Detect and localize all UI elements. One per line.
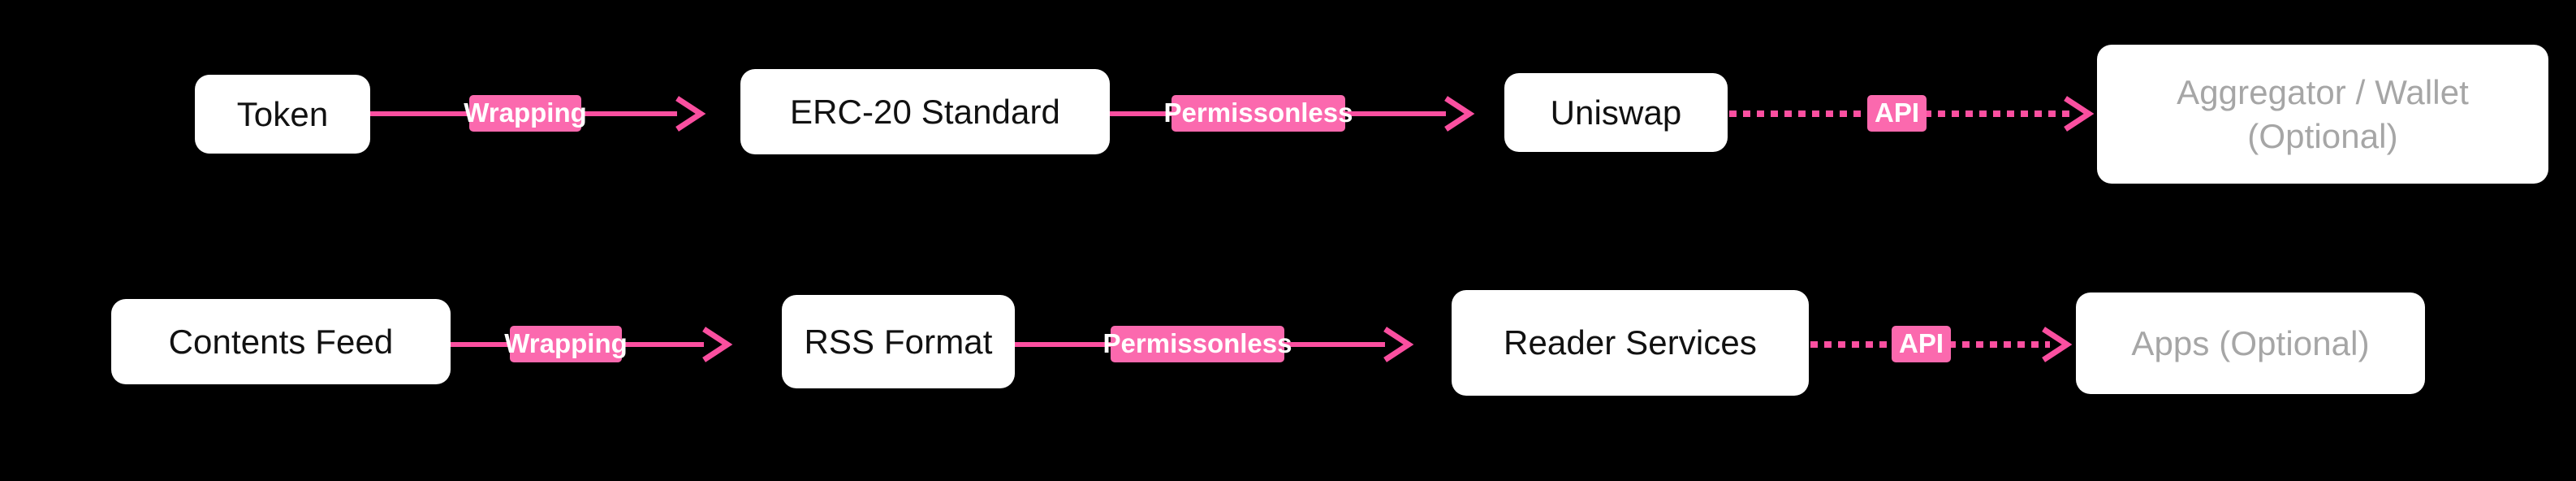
node-reader-services[interactable]: Reader Services — [1452, 290, 1809, 396]
node-contents-feed[interactable]: Contents Feed — [111, 299, 451, 384]
arrowhead-erc20 — [675, 96, 707, 132]
edge-line-wrapping-erc20 — [578, 111, 677, 116]
edge-label-wrapping-row2[interactable]: Wrapping — [504, 326, 628, 362]
node-rss-format[interactable]: RSS Format — [782, 295, 1015, 388]
arrowhead-aggregator — [2064, 96, 2095, 132]
edge-line-permissonless-reader — [1281, 342, 1385, 347]
node-erc20-standard[interactable]: ERC-20 Standard — [740, 69, 1110, 154]
edge-label-wrapping-row1[interactable]: Wrapping — [464, 95, 587, 132]
edge-line-rss-permissonless — [1015, 342, 1112, 347]
edge-line-token-wrapping — [370, 111, 482, 116]
node-aggregator-wallet-optional[interactable]: Aggregator / Wallet (Optional) — [2097, 45, 2548, 184]
edge-line-uniswap-api — [1729, 110, 1874, 117]
node-uniswap[interactable]: Uniswap — [1504, 73, 1728, 152]
edge-line-wrapping-rss — [619, 342, 704, 347]
edge-label-permissonless-row1[interactable]: Permissonless — [1164, 95, 1353, 132]
edge-line-permissonless-uniswap — [1342, 111, 1446, 116]
node-token[interactable]: Token — [195, 75, 370, 154]
arrowhead-uniswap — [1444, 96, 1476, 132]
edge-line-api-apps — [1948, 341, 2050, 348]
edge-line-feed-wrapping — [451, 342, 516, 347]
arrowhead-rss-format — [702, 327, 734, 362]
edge-label-api-row1[interactable]: API — [1867, 95, 1927, 132]
edge-label-permissonless-row2[interactable]: Permissonless — [1103, 326, 1292, 362]
edge-label-api-row2[interactable]: API — [1892, 326, 1951, 362]
edge-line-api-aggregator — [1924, 110, 2070, 117]
arrowhead-reader-services — [1383, 327, 1415, 362]
edge-line-reader-api — [1810, 341, 1924, 348]
edge-line-erc20-permissonless — [1110, 111, 1183, 116]
node-apps-optional[interactable]: Apps (Optional) — [2076, 292, 2425, 394]
